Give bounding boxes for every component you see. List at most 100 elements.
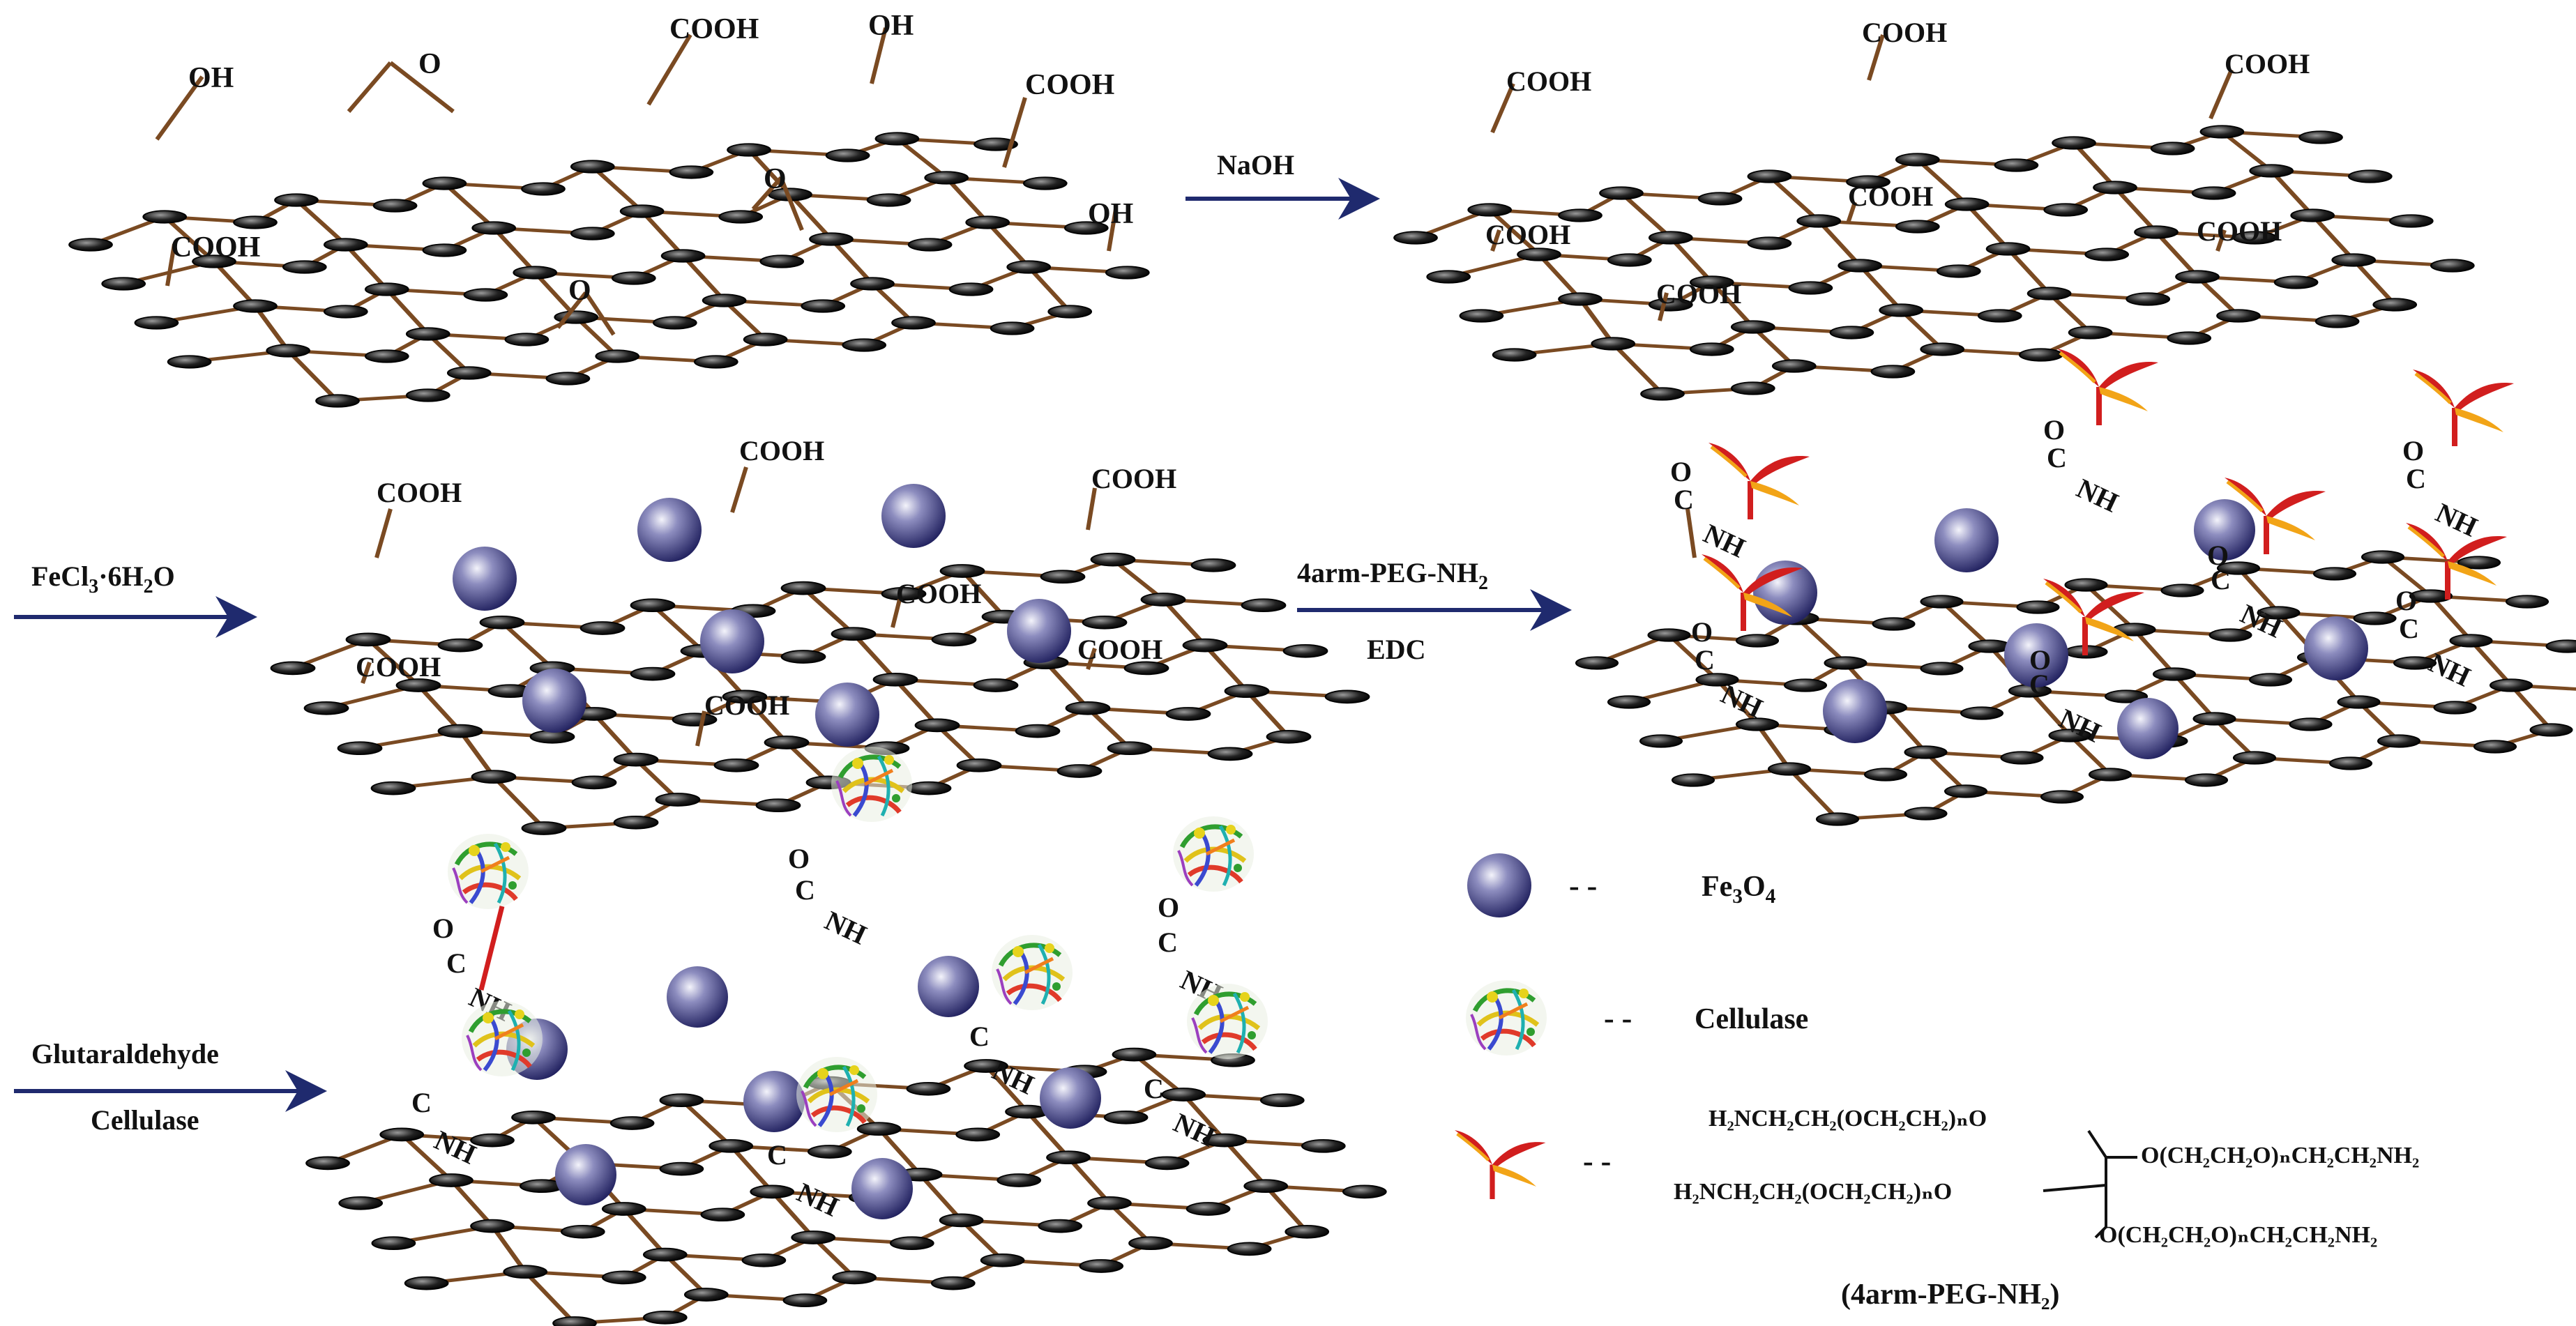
legend-fe3o4: - - Fe3O4: [1467, 853, 1776, 917]
legend-cellulase: - - Cellulase: [1466, 980, 1808, 1056]
amide-linkage: C O NH: [2402, 369, 2514, 543]
svg-text:C: C: [446, 947, 467, 979]
peg-formula-line-4: O(CH₂CH₂O)ₙCH₂CH₂NH₂: [2099, 1222, 2377, 1248]
cellulase-graphene-sheet: O C NH O C NH O C NH C NH C NH: [306, 747, 1386, 1326]
cellulase-legend-label: Cellulase: [1695, 1003, 1808, 1035]
svg-text:C: C: [767, 1139, 787, 1171]
epoxy-o-3: O: [568, 275, 591, 307]
cooh-label-3: COOH: [171, 231, 260, 264]
fe3o4-particle: [453, 547, 517, 611]
svg-text:NH: NH: [792, 1176, 843, 1222]
fe3o4-legend-label: Fe3O4: [1702, 871, 1776, 908]
fe3o4-particle: [637, 498, 702, 562]
fe3o4-particle: [700, 609, 764, 673]
svg-text:C: C: [1158, 927, 1178, 958]
cooh-2-1: COOH: [1506, 66, 1591, 97]
svg-text:C: C: [1144, 1073, 1164, 1104]
cellulase-swatch: [1466, 980, 1547, 1056]
svg-text:C: C: [1695, 644, 1715, 676]
svg-text:C: C: [2406, 463, 2426, 494]
fe3o4-particle: [743, 1071, 805, 1132]
fe3o4-particle: [815, 683, 879, 747]
fe3o4-particle: [1040, 1067, 1101, 1129]
immobilised-enzyme: C NH: [1144, 984, 1268, 1153]
peg-structure: H₂NCH₂CH₂(OCH₂CH₂)ₙO H₂NCH₂CH₂(OCH₂CH₂)ₙ…: [1674, 1106, 2419, 1311]
svg-text:O: O: [2207, 540, 2229, 571]
peg-arm: [2413, 369, 2514, 446]
peg-formula-line-1: H₂NCH₂CH₂(OCH₂CH₂)ₙO: [1709, 1106, 1987, 1131]
svg-text:NH: NH: [430, 1124, 480, 1170]
legend-peg: - - H₂NCH₂CH₂(OCH₂CH₂)ₙO H₂NCH₂CH₂(OCH₂C…: [1455, 1106, 2419, 1311]
svg-text:NH: NH: [2431, 496, 2482, 542]
amide-linkage: C O NH: [1670, 443, 1810, 564]
cellulase-enzyme: [1173, 816, 1254, 892]
epoxy-o-1: O: [418, 48, 441, 80]
svg-text:O: O: [2402, 435, 2424, 466]
fe3o4-particle: [1934, 508, 1999, 572]
fecl3-arrow: FeCl3·6H2O: [14, 561, 257, 638]
svg-text:O: O: [432, 913, 454, 944]
fe3o4-particle: [2304, 616, 2368, 680]
fe3o4-particle: [1007, 599, 1071, 663]
cellulase-reagent-label: Cellulase: [91, 1104, 199, 1136]
svg-text:NH: NH: [2424, 646, 2475, 692]
peg-formula-line-2: H₂NCH₂CH₂(OCH₂CH₂)ₙO: [1674, 1179, 1952, 1205]
cooh-3-3: COOH: [1091, 463, 1176, 494]
cooh-2-4: COOH: [1848, 181, 1933, 212]
svg-text:O: O: [788, 843, 810, 874]
cooh-2-2: COOH: [1862, 17, 1947, 48]
cooh-3-5: COOH: [1077, 634, 1162, 665]
cooh-3-4: COOH: [896, 578, 981, 609]
fe3o4-particle: [2117, 698, 2179, 759]
cooh-2-7: COOH: [1656, 278, 1741, 310]
peg-swatch: [1455, 1130, 1546, 1199]
svg-text:C: C: [411, 1087, 432, 1118]
svg-text:NH: NH: [820, 904, 871, 950]
svg-text:O: O: [2029, 644, 2051, 676]
amide-linkage: C O NH: [2043, 349, 2158, 519]
peg-formula-line-3: O(CH₂CH₂O)ₙCH₂CH₂NH₂: [2141, 1143, 2419, 1168]
cooh-2-6: COOH: [1485, 219, 1570, 250]
legend-dash: - -: [1604, 1001, 1632, 1035]
svg-text:O: O: [2043, 414, 2065, 445]
fe3o4-particle: [2004, 623, 2068, 687]
svg-text:O: O: [1158, 892, 1179, 923]
cellulase-enzyme: [462, 1001, 543, 1076]
legend-dash: - -: [1583, 1144, 1611, 1178]
cellulase-enzyme: [448, 834, 529, 909]
fe3o4-particle: [2194, 499, 2255, 561]
cooh-label-2: COOH: [1025, 69, 1114, 101]
svg-text:O: O: [2395, 585, 2417, 616]
immobilised-enzyme: O C NH: [788, 747, 912, 951]
svg-text:NH: NH: [2072, 472, 2123, 518]
svg-text:C: C: [2211, 564, 2231, 595]
cooh-3-2: COOH: [739, 435, 824, 466]
peg-reagent-label: 4arm-PEG-NH2: [1297, 557, 1488, 594]
legend-dash: - -: [1569, 869, 1597, 903]
peg-edc-arrow: 4arm-PEG-NH2 EDC: [1297, 557, 1572, 665]
cooh-3-1: COOH: [377, 477, 462, 508]
fecl3-label: FeCl3·6H2O: [31, 561, 175, 597]
svg-text:C: C: [2029, 669, 2050, 700]
fe3o4-particle: [522, 669, 586, 733]
glutaraldehyde-label: Glutaraldehyde: [31, 1038, 219, 1069]
peg-arm: [2057, 349, 2158, 425]
immobilised-enzyme: O C NH: [1158, 816, 1254, 1010]
cellulase-enzyme: [1187, 984, 1268, 1059]
peg-caption: (4arm-PEG-NH₂): [1841, 1279, 2060, 1311]
fe3o4-swatch: [1467, 853, 1531, 917]
naoh-arrow: NaOH: [1185, 149, 1380, 220]
carboxylated-graphene-sheet: COOH COOH COOH COOH COOH COOH COOH: [1394, 17, 2473, 400]
cooh-2-3: COOH: [2225, 48, 2310, 79]
svg-text:O: O: [1670, 456, 1692, 487]
fe3o4-graphene-sheet: COOH COOH COOH COOH COOH COOH COOH: [271, 435, 1369, 835]
oh-label-3: OH: [1088, 198, 1133, 230]
svg-text:C: C: [2399, 613, 2419, 644]
cellulase-enzyme: [992, 935, 1073, 1010]
svg-text:C: C: [795, 874, 815, 906]
immobilised-enzyme: O C NH: [432, 834, 529, 1028]
svg-text:C: C: [2047, 442, 2067, 473]
svg-text:C: C: [969, 1021, 990, 1052]
oh-label-2: OH: [868, 10, 914, 42]
